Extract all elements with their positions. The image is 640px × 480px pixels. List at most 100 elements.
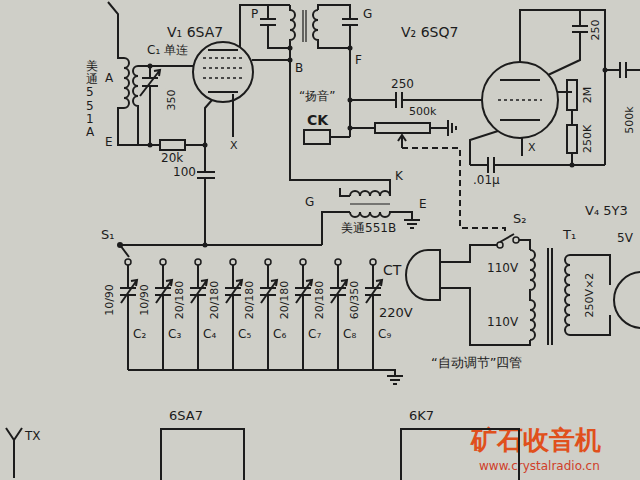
component-label: K [394,170,404,184]
variable-capacitor [330,259,347,370]
component-label: V₂ 6SQ7 [400,24,459,40]
tube-name: 6SA7 [168,409,204,424]
capacitor-value: 20/180 [279,280,292,321]
wire [406,250,440,300]
component-label: S₁ [100,228,115,243]
watermark: 矿石收音机 [470,426,602,456]
wire [260,5,290,48]
component-label: B [294,62,304,76]
wire [498,99,542,101]
component-label: TX [24,430,42,444]
wire [118,58,160,145]
variable-capacitor [120,259,382,370]
part-label: C₄ [202,328,217,342]
part-label: C₃ [167,328,182,342]
wire [205,100,212,145]
wire [185,145,215,245]
capacitor-value: 20/180 [174,280,187,321]
component-label: 500k [624,105,637,134]
wire [208,50,238,92]
component-label: “扬音” [298,90,336,104]
junction-dot [348,46,353,51]
wire [330,136,350,138]
wire [500,234,530,250]
component-label: CK [306,112,329,128]
component-label: V₄ 5Y3 [584,204,629,219]
wire [605,62,640,78]
component-label: 110V [486,316,519,330]
component-label: 250 [590,19,603,42]
wire [160,140,185,150]
part-label: C₇ [307,328,322,342]
component-label: 2M [582,86,595,105]
junction-dot [148,64,153,69]
watermark: www.crystalradio.cn [478,460,601,474]
variable-capacitor [155,259,172,370]
switch-contact [497,237,519,248]
wire [557,92,572,165]
wire [240,5,290,60]
wire [614,272,640,328]
wire [402,148,505,234]
junction-dot [117,242,123,248]
wire [440,245,530,345]
component-label: P [250,8,259,22]
capacitor-value: 10/90 [139,283,152,317]
caption-note: “自动调节”四管 [430,356,523,371]
wire [530,250,535,340]
switch-contact [497,242,503,248]
component-label: T₁ [562,228,577,243]
component-label: X [229,140,239,153]
component-label: 250K [582,124,595,154]
component-label: E [104,136,114,150]
component-label: E [418,198,428,212]
junction-dot [570,163,575,168]
junction-dot [348,126,353,131]
capacitor-value: 20/180 [314,280,327,321]
capacitor-value: 20/180 [244,280,257,321]
wire [120,245,322,257]
wire [6,428,22,478]
component-label: 220V [378,306,414,321]
component-label: S₂ [512,212,527,227]
component-label: 5V [616,232,634,246]
component-label: G [362,8,373,22]
component-label: X [527,142,537,155]
component-label: 100 [172,166,197,180]
wire [340,188,390,196]
part-label: C₂ [132,328,147,342]
wire [232,94,234,137]
component-label: C₁ 单连 [146,44,189,58]
variable-capacitor [120,259,137,370]
wire [133,66,138,145]
component-label: 110V [486,262,519,276]
wire [375,123,430,133]
wire [567,80,577,110]
component-label: A [104,72,114,86]
wire [565,255,610,335]
component-label: .01μ [472,174,501,188]
component-label: 250V×2 [584,272,597,319]
part-label: C₆ [272,328,287,342]
component-label: 美通551B [340,222,397,236]
junction-dot [203,243,208,248]
component-label: 350 [166,89,179,112]
wire [520,10,605,165]
part-label: C₉ [377,328,392,342]
component-label: 250 [390,78,415,92]
wire [521,138,523,156]
tube-stage-box: 6K7 [400,428,520,480]
wire [6,2,640,478]
wire [304,130,330,144]
wire [108,2,124,58]
capacitor-value: 20/180 [209,280,222,321]
capacitor-value: 60/350 [349,280,362,321]
part-label: C₈ [342,328,357,342]
component-label: G [304,196,315,210]
component-label: 500k [408,106,437,119]
junction-dot [603,68,608,73]
component-label: V₁ 6SA7 [166,24,224,40]
wire [193,42,253,102]
wire [398,135,406,148]
